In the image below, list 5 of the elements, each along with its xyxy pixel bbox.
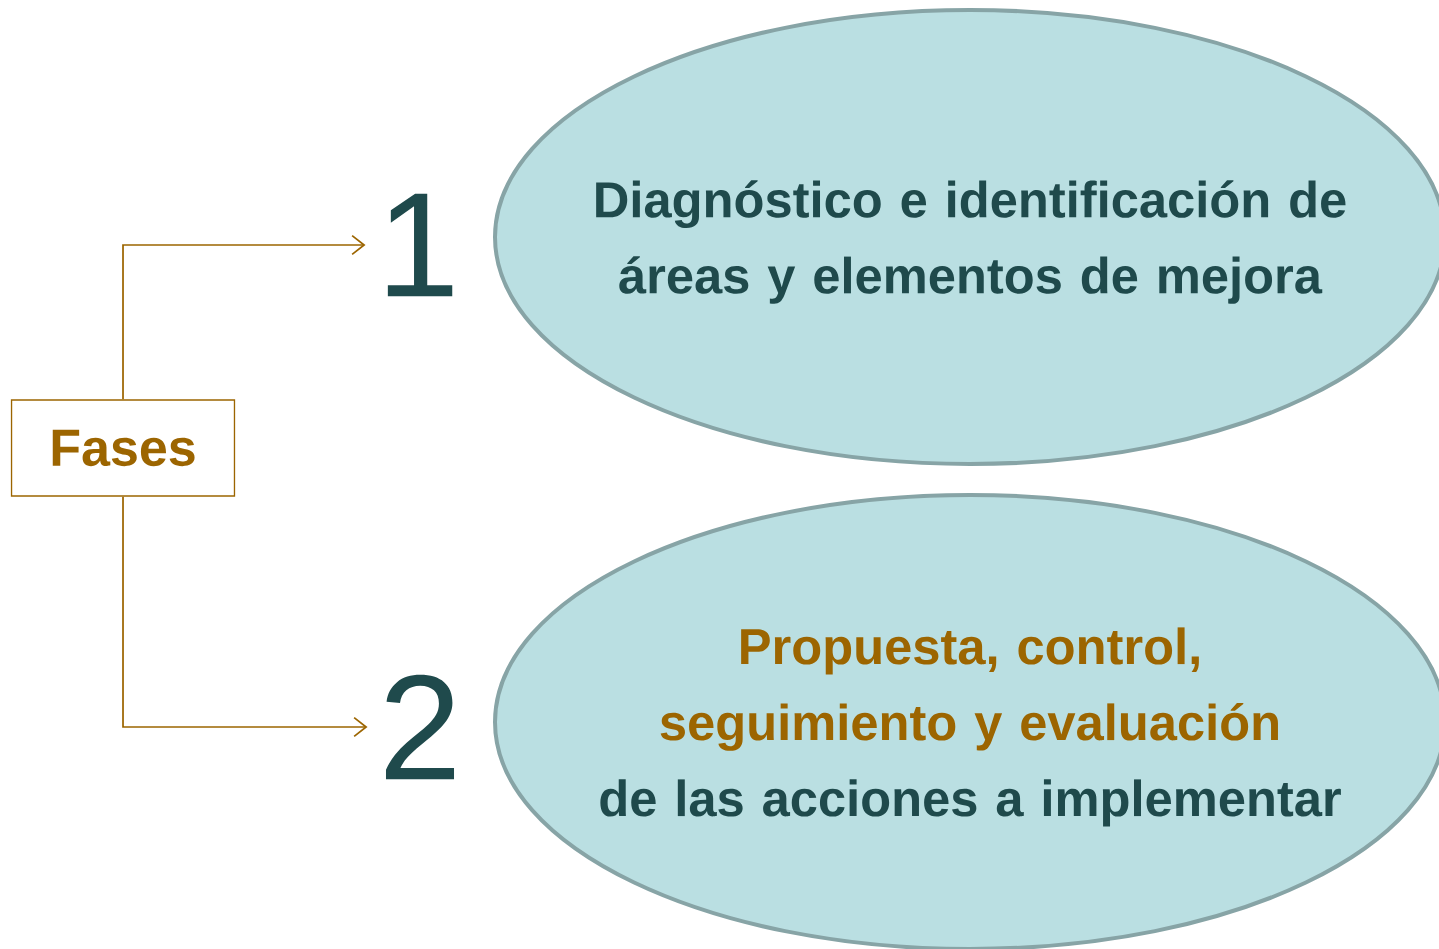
fases-box: Fases	[10, 399, 236, 497]
step-number: 2	[386, 674, 454, 780]
arrow	[122, 495, 368, 738]
step-number: 1	[387, 193, 453, 297]
arrow	[122, 234, 366, 401]
